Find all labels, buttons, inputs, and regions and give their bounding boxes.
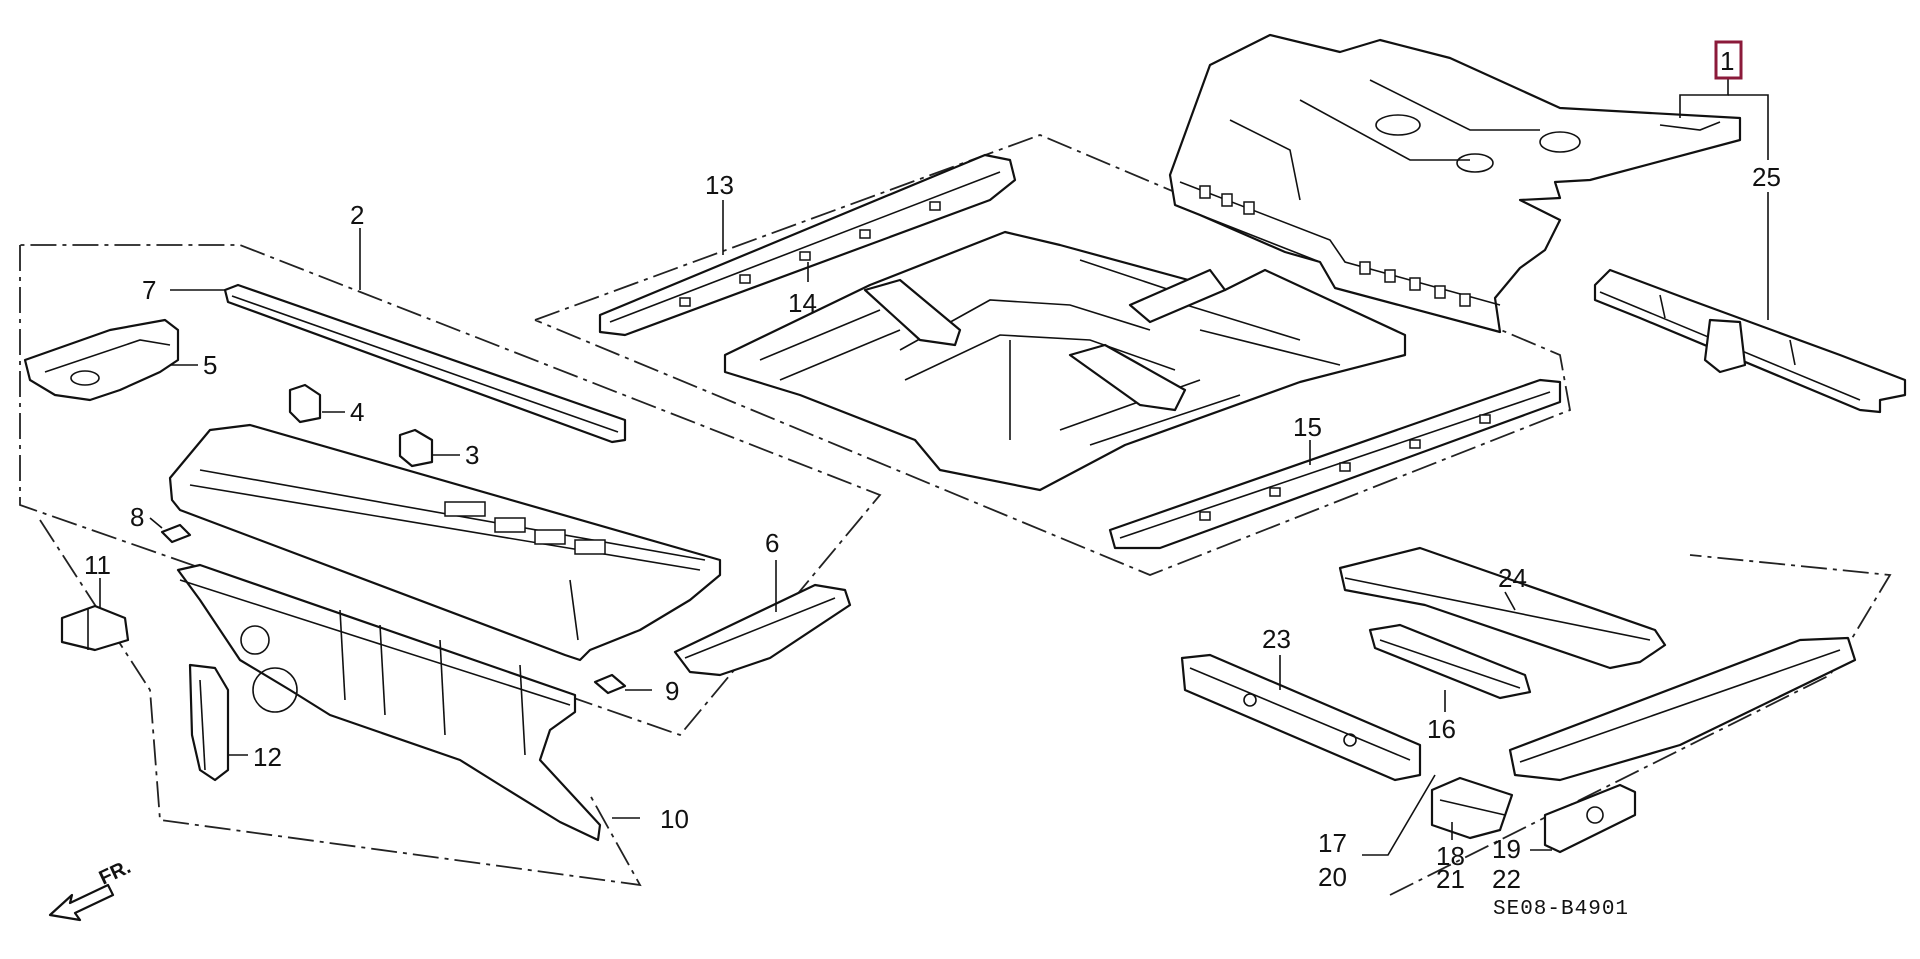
side-sill-part-15 — [1108, 378, 1562, 550]
callout-22[interactable]: 22 — [1492, 864, 1521, 894]
callout-19[interactable]: 19 — [1492, 834, 1521, 864]
callout-9[interactable]: 9 — [665, 676, 679, 706]
front-direction-indicator: FR. — [48, 856, 134, 922]
rear-frame-part-24 — [1338, 546, 1667, 670]
callout-12[interactable]: 12 — [253, 742, 282, 772]
bracket-part-5 — [23, 318, 180, 402]
callout-24[interactable]: 24 — [1498, 563, 1527, 593]
plate-part-19 — [1543, 783, 1637, 854]
bracket-part-6 — [673, 583, 852, 677]
callout-7[interactable]: 7 — [142, 275, 156, 305]
clip-part-11 — [60, 604, 130, 652]
side-sill-part-13 — [598, 153, 1017, 337]
callout-6[interactable]: 6 — [765, 528, 779, 558]
leader-1-25b — [1728, 94, 1769, 160]
callout-18[interactable]: 18 — [1436, 841, 1465, 871]
callout-16[interactable]: 16 — [1427, 714, 1456, 744]
callout-13[interactable]: 13 — [705, 170, 734, 200]
diagram-code: SE08-B4901 — [1493, 898, 1629, 921]
extension-part-18 — [1430, 776, 1514, 840]
callout-4[interactable]: 4 — [350, 397, 364, 427]
leader-24 — [1504, 591, 1516, 611]
leader-17-20 — [1362, 774, 1436, 856]
callout-5[interactable]: 5 — [203, 350, 217, 380]
callout-15[interactable]: 15 — [1293, 412, 1322, 442]
callout-21[interactable]: 21 — [1436, 864, 1465, 894]
callout-11[interactable]: 11 — [84, 550, 111, 580]
cowl-top-part-7 — [223, 283, 627, 444]
front-direction-label: FR. — [96, 856, 134, 890]
pad-part-9 — [593, 673, 627, 695]
dashboard-panel-part-2 — [168, 423, 722, 662]
callout-2[interactable]: 2 — [350, 200, 364, 230]
rear-floor-panel — [1168, 33, 1742, 334]
callout-8[interactable]: 8 — [130, 502, 144, 532]
crossmember-part-23 — [1180, 653, 1422, 782]
rear-crossmember-part-25 — [1593, 268, 1907, 414]
callout-23[interactable]: 23 — [1262, 624, 1291, 654]
leader-8 — [149, 517, 163, 529]
center-member-part-16 — [1368, 623, 1532, 700]
front-arrow-icon — [48, 883, 115, 922]
callout-14[interactable]: 14 — [788, 288, 817, 318]
callout-labels: 1 25 2 7 5 4 3 8 6 9 11 12 10 13 14 15 2… — [84, 40, 1781, 894]
bracket-part-12 — [188, 663, 230, 782]
leader-lines — [99, 78, 1769, 856]
callout-10[interactable]: 10 — [660, 804, 689, 834]
front-floor-pan-part-14 — [723, 230, 1407, 492]
firewall-lower-part-10 — [176, 563, 602, 842]
highlight-box-1 — [1714, 40, 1743, 80]
callout-17[interactable]: 17 — [1318, 828, 1347, 858]
callout-3[interactable]: 3 — [465, 440, 479, 470]
callout-20[interactable]: 20 — [1318, 862, 1347, 892]
callout-25[interactable]: 25 — [1752, 162, 1781, 192]
pad-part-8 — [160, 523, 192, 544]
callout-1[interactable]: 1 — [1720, 46, 1734, 76]
leader-1-25 — [1679, 78, 1729, 118]
rear-side-frame-part-17 — [1508, 636, 1857, 782]
bracket-part-4 — [288, 383, 322, 424]
bracket-part-3 — [398, 428, 434, 468]
boundary-rear-frame-group — [1389, 554, 1892, 896]
